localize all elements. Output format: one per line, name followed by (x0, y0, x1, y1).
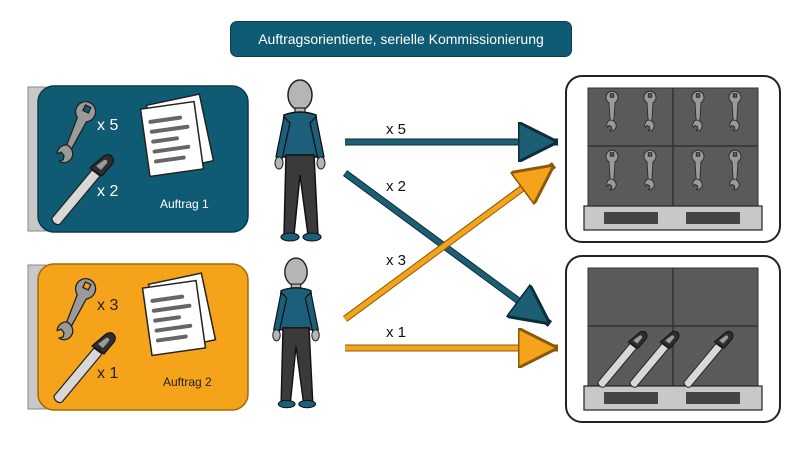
flow-label-x5: x 5 (386, 121, 407, 138)
document-icon (140, 271, 218, 358)
flow-label-x2: x 2 (386, 178, 407, 195)
order-1-card (27, 85, 249, 233)
flow-label-x3: x 3 (386, 252, 407, 269)
shelf-wrenches (565, 75, 781, 243)
diagram-title: Auftragsorientierte, serielle Kommission… (230, 21, 572, 57)
document-icon (138, 92, 216, 179)
order-2-card (27, 263, 249, 411)
wrench-quantity: x 3 (97, 297, 119, 314)
saw-quantity: x 1 (97, 365, 119, 382)
saw-quantity: x 2 (97, 183, 119, 200)
wrench-quantity: x 5 (97, 117, 119, 134)
person-icon (274, 79, 326, 242)
shelf-saws (565, 255, 781, 423)
flow-label-x1: x 1 (386, 324, 407, 341)
order-label: Auftrag 2 (163, 375, 212, 389)
order-label: Auftrag 1 (160, 197, 209, 211)
flow-arrow-x3 (343, 171, 546, 322)
person-icon (272, 257, 320, 409)
